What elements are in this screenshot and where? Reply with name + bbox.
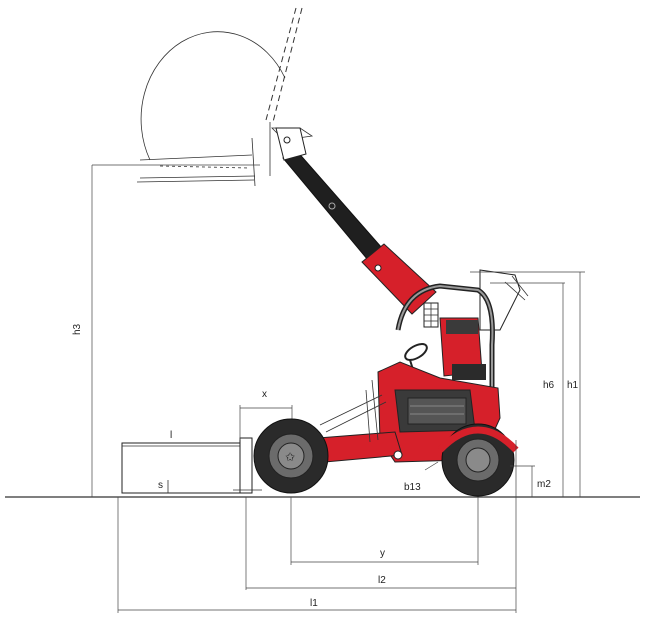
label-s: s bbox=[158, 480, 163, 491]
label-x: x bbox=[262, 389, 267, 400]
dim-x: x bbox=[239, 389, 293, 440]
label-y: y bbox=[380, 548, 385, 559]
label-l1: l1 bbox=[310, 598, 318, 609]
label-l2: l2 bbox=[378, 575, 386, 586]
cab bbox=[395, 283, 495, 420]
boom-inner bbox=[282, 149, 383, 261]
dim-b13: b13 bbox=[404, 461, 439, 493]
label-h1: h1 bbox=[567, 380, 579, 391]
raised-fork-ghost bbox=[136, 7, 314, 187]
label-l: l bbox=[170, 430, 172, 441]
telescopic-boom bbox=[275, 127, 437, 315]
label-b13: b13 bbox=[404, 482, 421, 493]
ground-load: l s bbox=[121, 430, 262, 494]
label-h3: h3 bbox=[72, 323, 83, 335]
svg-text:✩: ✩ bbox=[285, 450, 295, 464]
dim-lengths: y l2 l1 bbox=[117, 497, 517, 613]
label-h6: h6 bbox=[543, 380, 555, 391]
front-wheel: ✩ bbox=[253, 418, 329, 494]
dim-h3: h3 bbox=[72, 164, 260, 497]
dim-heights: h6 h1 m2 bbox=[470, 271, 585, 497]
rear-wheel bbox=[437, 423, 519, 497]
label-m2: m2 bbox=[537, 479, 551, 490]
